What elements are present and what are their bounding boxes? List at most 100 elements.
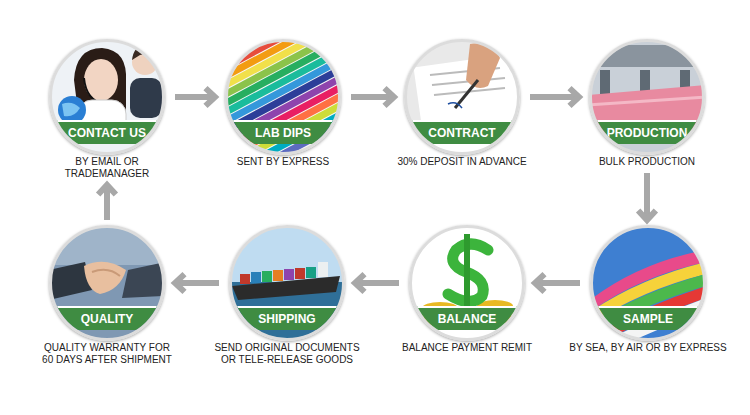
caption-text: 30% DEPOSIT IN ADVANCE xyxy=(367,156,557,168)
illustration-shape xyxy=(318,262,328,277)
call-center-photo xyxy=(49,39,165,155)
flow-arrow xyxy=(351,88,394,106)
circle-clip: CONTRACT xyxy=(407,42,517,152)
step-circle: PRODUCTIONBULK PRODUCTION xyxy=(589,39,705,155)
handshake-photo xyxy=(49,225,165,341)
arrow-shaft xyxy=(530,94,576,100)
illustration-shape xyxy=(306,267,316,278)
arrow-shaft xyxy=(178,280,219,286)
step-circle: SAMPLEBY SEA, BY AIR OR BY EXPRESS xyxy=(590,225,706,341)
illustration-shape xyxy=(229,225,345,285)
step-caption: BALANCE PAYMENT REMIT xyxy=(377,342,557,354)
step-caption: QUALITY WARRANTY FOR 60 DAYS AFTER SHIPM… xyxy=(38,342,177,366)
illustration-shape xyxy=(49,225,165,265)
step-band: SAMPLE xyxy=(593,306,703,330)
step-title: SAMPLE xyxy=(623,312,673,326)
illustration-shape xyxy=(284,269,294,280)
illustration-shape xyxy=(590,225,706,341)
illustration-shape xyxy=(295,268,305,279)
illustration-shape xyxy=(238,91,365,163)
illustration-shape xyxy=(62,103,80,117)
illustration-shape xyxy=(251,272,261,283)
arrow-head xyxy=(569,88,579,106)
illustration-shape xyxy=(273,270,283,281)
arrow-shaft xyxy=(358,280,399,286)
step-band: SHIPPING xyxy=(232,306,342,330)
illustration-shape xyxy=(49,39,165,155)
illustration-shape xyxy=(448,103,462,108)
arrow-shaft xyxy=(175,94,212,100)
arrow-head xyxy=(205,88,215,106)
step-title: BALANCE xyxy=(438,312,497,326)
flow-arrow xyxy=(535,274,580,292)
step-band: CONTACT US xyxy=(52,120,162,144)
step-band: BALANCE xyxy=(412,306,522,330)
step-band: PRODUCTION xyxy=(592,120,702,144)
caption-text: BY SEA, BY AIR OR BY EXPRESS xyxy=(553,342,743,354)
step-caption: BY EMAIL OR TRADEMANAGER xyxy=(57,156,157,180)
caption-text: BALANCE PAYMENT REMIT xyxy=(377,342,557,354)
flow-arrow xyxy=(175,88,215,106)
arrow-head xyxy=(355,274,365,292)
flow-arrow xyxy=(355,274,399,292)
circle-clip: BALANCE xyxy=(412,228,522,338)
step-circle: CONTRACT30% DEPOSIT IN ADVANCE xyxy=(404,39,520,155)
step-circle: CONTACT USBY EMAIL OR TRADEMANAGER xyxy=(49,39,165,155)
arrow-head xyxy=(535,274,545,292)
illustration-shape xyxy=(262,271,272,282)
arrow-head xyxy=(175,274,185,292)
step-title: SHIPPING xyxy=(258,312,315,326)
illustration-shape xyxy=(589,97,705,105)
step-circle: BALANCEBALANCE PAYMENT REMIT xyxy=(409,225,525,341)
circle-clip: PRODUCTION xyxy=(592,42,702,152)
circle-clip: SAMPLE xyxy=(593,228,703,338)
illustration-shape xyxy=(589,39,705,155)
arrow-shaft xyxy=(644,173,650,217)
flow-arrow xyxy=(98,185,116,220)
circle-clip: QUALITY xyxy=(52,228,162,338)
caption-text: QUALITY WARRANTY FOR 60 DAYS AFTER SHIPM… xyxy=(38,342,177,366)
caption-text: BULK PRODUCTION xyxy=(562,156,732,168)
illustration-shape xyxy=(409,225,525,341)
illustration-shape xyxy=(466,43,500,88)
flow-arrow xyxy=(638,173,656,220)
step-title: QUALITY xyxy=(81,312,134,326)
illustration-shape xyxy=(84,262,126,294)
illustration-shape xyxy=(122,262,165,298)
cargo-ship-photo xyxy=(229,225,345,342)
caption-text: SENT BY EXPRESS xyxy=(198,156,368,168)
money-photo xyxy=(409,225,525,341)
step-caption: SEND ORIGINAL DOCUMENTS OR TELE-RELEASE … xyxy=(206,342,368,366)
step-caption: SENT BY EXPRESS xyxy=(198,156,368,168)
step-title: CONTRACT xyxy=(428,126,495,140)
step-circle: SHIPPINGSEND ORIGINAL DOCUMENTS OR TELE-… xyxy=(229,225,345,341)
arrow-shaft xyxy=(351,94,391,100)
flow-arrow xyxy=(530,88,579,106)
arrow-head xyxy=(98,185,116,195)
step-band: CONTRACT xyxy=(407,120,517,144)
arrow-head xyxy=(384,88,394,106)
step-caption: BY SEA, BY AIR OR BY EXPRESS xyxy=(553,342,743,354)
step-caption: BULK PRODUCTION xyxy=(562,156,732,168)
illustration-shape xyxy=(240,274,250,284)
flow-arrow xyxy=(175,274,219,292)
arrow-shaft xyxy=(104,188,110,220)
factory-photo xyxy=(589,39,705,155)
color-fan-photo xyxy=(196,13,372,177)
illustration-shape xyxy=(130,78,162,118)
illustration-shape xyxy=(589,45,705,67)
step-title: LAB DIPS xyxy=(255,126,311,140)
illustration-shape xyxy=(196,13,372,177)
illustration-shape xyxy=(132,46,158,62)
contract-photo xyxy=(404,39,528,176)
circle-clip: CONTACT US xyxy=(52,42,162,152)
caption-text: SEND ORIGINAL DOCUMENTS OR TELE-RELEASE … xyxy=(206,342,368,366)
step-band: LAB DIPS xyxy=(228,120,338,144)
fabric-photo xyxy=(590,225,706,360)
illustration-shape xyxy=(92,270,120,276)
step-caption: 30% DEPOSIT IN ADVANCE xyxy=(367,156,557,168)
step-band: QUALITY xyxy=(52,306,162,330)
caption-text: BY EMAIL OR TRADEMANAGER xyxy=(57,156,157,180)
illustration-shape xyxy=(49,225,165,341)
